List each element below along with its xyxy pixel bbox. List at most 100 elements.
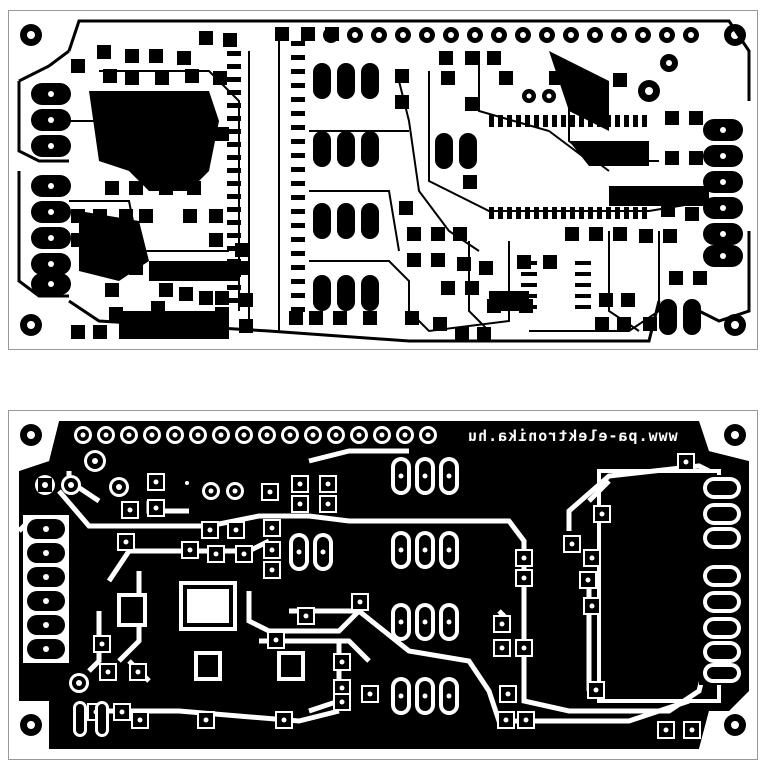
bottom-right-connector bbox=[699, 475, 745, 685]
smd-pad bbox=[227, 220, 241, 225]
square-pad bbox=[235, 261, 249, 275]
header-pad bbox=[373, 426, 391, 444]
smd-pad bbox=[291, 69, 305, 74]
smd-pad bbox=[597, 115, 602, 127]
square-pad bbox=[129, 181, 143, 195]
smd-pad bbox=[227, 116, 241, 121]
square-pad bbox=[117, 533, 135, 551]
smd-pad bbox=[227, 155, 241, 160]
square-pad bbox=[579, 571, 597, 589]
smd-pad bbox=[561, 115, 566, 127]
smd-pad bbox=[291, 55, 305, 60]
square-pad bbox=[407, 253, 421, 267]
trimmer-pad bbox=[391, 457, 411, 495]
header-pad bbox=[120, 426, 138, 444]
square-pad bbox=[297, 607, 315, 625]
smd-pad bbox=[561, 207, 566, 219]
header-pad bbox=[235, 426, 253, 444]
square-pad bbox=[129, 319, 143, 333]
smd-pad bbox=[227, 272, 241, 277]
smd-pad bbox=[227, 233, 241, 238]
smd-pad bbox=[498, 207, 503, 219]
square-pad bbox=[665, 151, 679, 165]
square-pad bbox=[433, 317, 447, 331]
smd-pad bbox=[291, 307, 305, 312]
square-pad bbox=[689, 111, 703, 125]
square-pad bbox=[593, 505, 611, 523]
smd-pad bbox=[516, 115, 521, 127]
square-pad bbox=[93, 635, 111, 653]
smd-pad bbox=[624, 115, 629, 127]
header-pad bbox=[611, 27, 627, 43]
square-pad bbox=[689, 151, 703, 165]
square-pad bbox=[487, 51, 501, 65]
square-pad bbox=[185, 69, 199, 83]
trimmer-pad bbox=[439, 531, 459, 569]
square-pad bbox=[463, 175, 477, 189]
mounting-holes bbox=[20, 24, 746, 336]
smd-pad bbox=[615, 115, 620, 127]
square-pad bbox=[319, 495, 337, 513]
square-pad bbox=[99, 663, 117, 681]
smd-pad bbox=[227, 207, 241, 212]
smd-pad bbox=[291, 209, 305, 214]
square-pad bbox=[599, 293, 613, 307]
smd-pad bbox=[507, 207, 512, 219]
smd-pad bbox=[227, 181, 241, 186]
header-pad bbox=[587, 27, 603, 43]
trimmer-pad bbox=[391, 531, 411, 569]
square-pad bbox=[125, 71, 139, 85]
trimmer-pad bbox=[289, 533, 309, 571]
smd-pad bbox=[507, 115, 512, 127]
square-pad bbox=[97, 45, 111, 59]
smd-pad bbox=[498, 115, 503, 127]
square-pad bbox=[291, 495, 309, 513]
square-pad bbox=[583, 597, 601, 615]
smd-pad bbox=[575, 272, 591, 276]
square-pad bbox=[549, 71, 563, 85]
smd-pad bbox=[227, 103, 241, 108]
square-pad bbox=[465, 51, 479, 65]
header-pad-square bbox=[275, 27, 289, 41]
square-pad bbox=[439, 51, 453, 65]
header-pad bbox=[539, 27, 555, 43]
smd-pad bbox=[543, 115, 548, 127]
square-pad bbox=[183, 209, 197, 223]
square-pad bbox=[105, 181, 119, 195]
smd-pad bbox=[291, 125, 305, 130]
square-pad bbox=[263, 519, 281, 537]
square-pad bbox=[319, 475, 337, 493]
smd-pad bbox=[579, 207, 584, 219]
smd-pad bbox=[227, 129, 241, 134]
bottom-square-pads bbox=[87, 453, 701, 739]
square-pad bbox=[479, 261, 493, 275]
square-pad bbox=[621, 293, 635, 307]
smd-pad bbox=[291, 83, 305, 88]
header-pad bbox=[515, 27, 531, 43]
top-left-pour bbox=[79, 51, 709, 339]
header-pad bbox=[491, 27, 507, 43]
trimmer-pad bbox=[391, 603, 411, 641]
smd-pad bbox=[291, 97, 305, 102]
square-pad bbox=[291, 475, 309, 493]
trimmer-pad bbox=[415, 677, 435, 715]
square-pad bbox=[105, 283, 119, 297]
square-pad bbox=[119, 209, 133, 223]
square-pad bbox=[519, 299, 533, 313]
top-left-connector-holes bbox=[48, 91, 54, 287]
bottom-round-pads bbox=[35, 450, 244, 737]
square-pad bbox=[395, 95, 409, 109]
smd-pad bbox=[642, 207, 647, 219]
square-pad bbox=[441, 71, 455, 85]
square-pad bbox=[643, 317, 657, 331]
square-pad bbox=[71, 59, 85, 73]
square-pad bbox=[493, 615, 511, 633]
square-pad bbox=[155, 71, 169, 85]
smd-pad bbox=[227, 64, 241, 69]
square-pad bbox=[669, 271, 683, 285]
smd-pad bbox=[575, 294, 591, 298]
square-pad bbox=[399, 201, 413, 215]
smd-pad bbox=[534, 207, 539, 219]
square-pad bbox=[661, 203, 675, 217]
top-square-pads bbox=[71, 27, 707, 341]
